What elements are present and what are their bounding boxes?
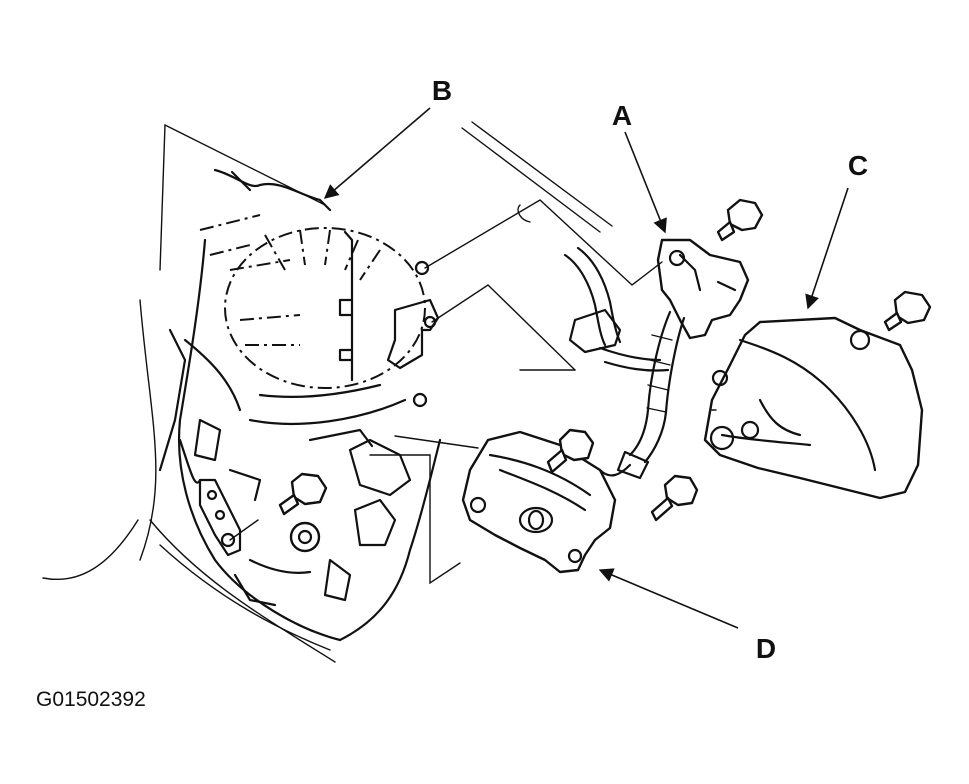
switch-d: [461, 430, 632, 574]
callout-arrows: [323, 107, 849, 629]
assembly-lines: [229, 199, 717, 585]
vehicle-body-outline: [42, 121, 613, 663]
callout-c-label: C: [848, 150, 868, 181]
bolt-c: [883, 290, 932, 332]
callout-b-label: B: [432, 75, 452, 106]
transmission-housing: [158, 168, 442, 642]
callout-d-label: D: [756, 633, 776, 664]
wire-harness: [517, 204, 670, 372]
bolt-d-lower: [650, 474, 699, 522]
bolt-housing: [278, 472, 328, 553]
bolt-d-upper: [546, 428, 595, 474]
arrow-b: [323, 107, 431, 199]
cover-c: [703, 316, 924, 500]
callout-a-label: A: [612, 100, 632, 131]
housing-b: [199, 214, 440, 408]
arrow-d: [598, 568, 739, 629]
arrow-c: [805, 187, 849, 310]
bolt-a: [716, 198, 764, 242]
sensor-a: [616, 238, 750, 480]
figure-id: G01502392: [36, 688, 146, 711]
arrow-a: [624, 131, 667, 234]
